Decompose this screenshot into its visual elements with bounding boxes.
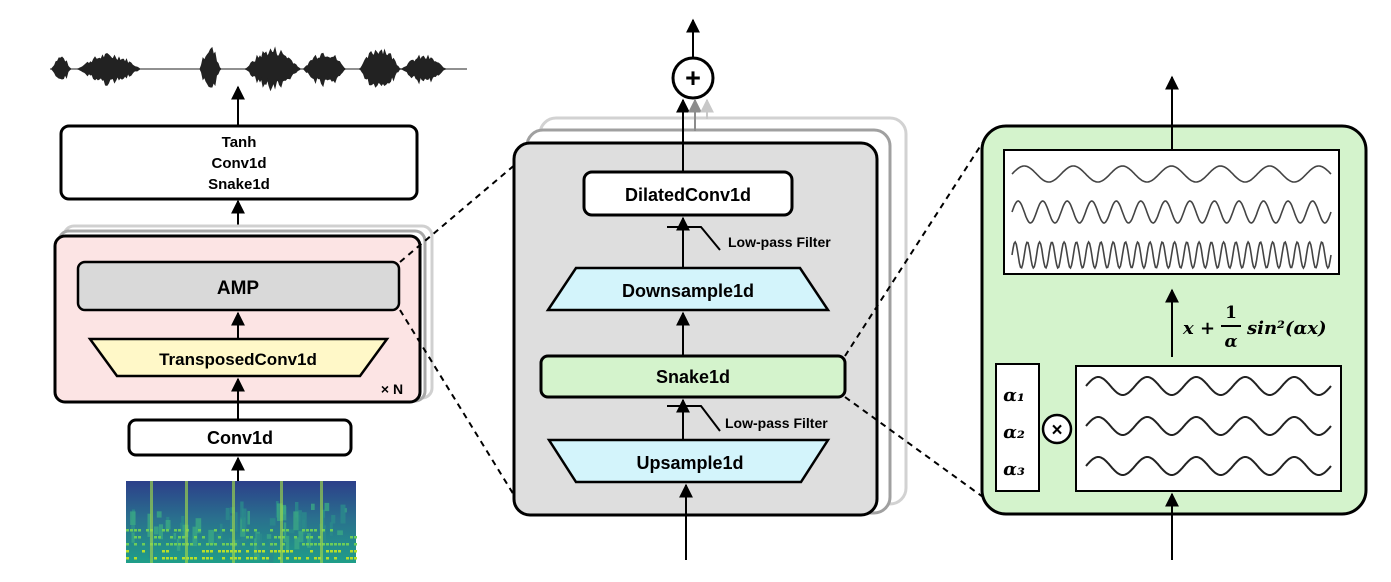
plus-sign: + [685, 63, 701, 93]
snake-output-wave-1 [1011, 165, 1332, 183]
snake-input-waves-box [1075, 365, 1342, 492]
formula-lhs: x + [1182, 318, 1215, 339]
snake-input-wave-2 [1085, 416, 1332, 436]
formula-tail: sin²(αx) [1246, 318, 1327, 339]
zoom-line-snake-top [844, 141, 984, 357]
snake-output-wave-2 [1011, 200, 1332, 224]
multiply-node: × [1041, 413, 1073, 445]
snake-input-wave-3 [1085, 456, 1332, 476]
snake1d-box: Snake1d [539, 354, 847, 399]
snake-output-waves-box [1003, 149, 1340, 275]
snake1d-label: Snake1d [656, 367, 730, 387]
low-pass-filter-label-bottom: Low-pass Filter [725, 415, 828, 431]
low-pass-filter-label-top: Low-pass Filter [728, 234, 831, 250]
alpha-parameters-box: α₁ α₂ α₃ [995, 363, 1040, 492]
formula-numerator: 1 [1225, 303, 1237, 323]
amp-label: AMP [217, 278, 260, 299]
downsample1d-label: Downsample1d [622, 281, 754, 301]
residual-add-node: + [671, 56, 715, 100]
snake-output-wave-3 [1011, 240, 1332, 270]
low-pass-filter-icon-top [667, 226, 721, 251]
head-line-tanh: Tanh [222, 134, 257, 151]
low-pass-filter-icon-bottom [667, 405, 721, 432]
alpha-2: α₂ [1003, 422, 1025, 443]
upsample1d-trapezoid: Upsample1d [546, 438, 831, 484]
alpha-1: α₁ [1003, 385, 1025, 406]
zoom-line-amp-top [399, 162, 518, 263]
zoom-line-amp-bottom [399, 309, 518, 501]
snake-formula: x + 1 α sin²(αx) [1182, 303, 1327, 352]
head-line-conv1d: Conv1d [211, 155, 266, 172]
amp-stack-block: AMP TransposedConv1d × N [53, 234, 422, 404]
transposed-conv-trapezoid [87, 337, 390, 378]
output-waveform [50, 46, 467, 92]
alpha-3: α₃ [1003, 459, 1025, 480]
transposed-conv-label: TransposedConv1d [159, 350, 317, 369]
input-conv1d-box: Conv1d [127, 418, 353, 457]
output-head-block: Tanh Conv1d Snake1d [59, 124, 419, 201]
downsample1d-trapezoid: Downsample1d [545, 266, 831, 312]
snake-input-wave-1 [1085, 376, 1332, 396]
multiply-sign: × [1051, 420, 1062, 441]
dilated-conv1d-box: DilatedConv1d [582, 170, 794, 217]
amp-box [76, 260, 401, 312]
amp-detail-block [512, 141, 879, 517]
mel-spectrogram-image [126, 481, 357, 563]
dilated-conv1d-label: DilatedConv1d [625, 185, 751, 205]
input-conv1d-label: Conv1d [207, 428, 273, 448]
head-line-snake1d: Snake1d [208, 176, 270, 193]
repeat-n-label: × N [381, 381, 403, 397]
formula-denominator: α [1224, 332, 1237, 352]
upsample1d-label: Upsample1d [636, 453, 743, 473]
